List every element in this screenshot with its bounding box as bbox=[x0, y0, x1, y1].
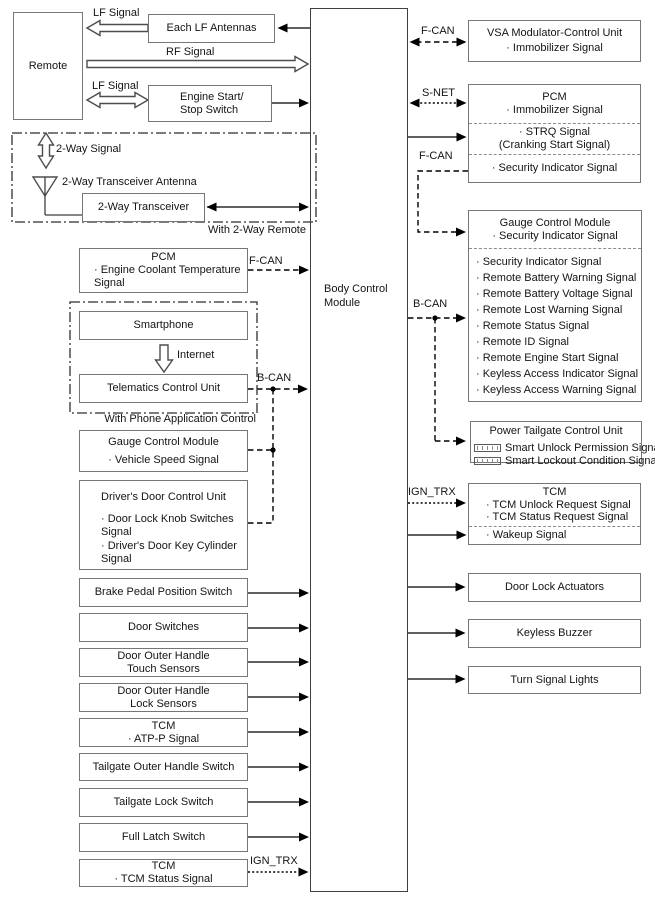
tcm-status-box: TCM · TCM Status Signal bbox=[79, 859, 248, 887]
vsa-modulator-control-unit-box: VSA Modulator-Control Unit · Immobilizer… bbox=[468, 20, 641, 62]
open-signal-arrows bbox=[31, 19, 310, 374]
gauge-control-module-right-box: Gauge Control Module · Security Indicato… bbox=[468, 210, 642, 402]
lf-signal-top-label: LF Signal bbox=[93, 7, 140, 19]
f-can-left-label: F-CAN bbox=[249, 255, 283, 267]
ign-trx-left-label: IGN_TRX bbox=[250, 855, 298, 867]
ign-trx-right-label: IGN_TRX bbox=[408, 486, 456, 498]
antenna-stem bbox=[44, 177, 82, 216]
f-can-gauge-label: F-CAN bbox=[419, 150, 453, 162]
tailgate-outer-handle-switch-box: Tailgate Outer Handle Switch bbox=[79, 753, 248, 781]
b-can-right-label: B-CAN bbox=[413, 298, 448, 310]
drivers-door-control-unit-box: Driver's Door Control Unit · Door Lock K… bbox=[79, 480, 248, 570]
door-outer-handle-lock-sensors-box: Door Outer Handle Lock Sensors bbox=[79, 683, 248, 712]
with-two-way-remote-label: With 2-Way Remote bbox=[207, 224, 306, 236]
lf-signal-double-arrow bbox=[85, 91, 150, 109]
group-containers bbox=[11, 132, 317, 414]
dotted-net-lines bbox=[248, 102, 460, 873]
gauge-signal-list: · Security Indicator Signal · Remote Bat… bbox=[469, 248, 641, 401]
body-control-module-label: Body Control Module bbox=[324, 283, 388, 309]
signal-tag-icon bbox=[474, 457, 501, 465]
pcm-strq-section: · STRQ Signal (Cranking Start Signal) bbox=[469, 123, 640, 154]
smart-unlock-row: Smart Unlock Permission Signal bbox=[471, 442, 655, 454]
tcm-wakeup-section: · Wakeup Signal bbox=[469, 526, 640, 544]
internet-label: Internet bbox=[177, 349, 215, 361]
door-switches-box: Door Switches bbox=[79, 613, 248, 642]
two-way-antenna-label: 2-Way Transceiver Antenna bbox=[62, 176, 197, 188]
phone-app-container bbox=[69, 301, 258, 414]
tcm-atpp-box: TCM · ATP-P Signal bbox=[79, 718, 248, 747]
gauge-control-module-left-box: Gauge Control Module · Vehicle Speed Sig… bbox=[79, 430, 248, 472]
lf-signal-left-arrow bbox=[85, 19, 149, 37]
two-way-remote-container bbox=[11, 132, 317, 223]
gauge-title-section: Gauge Control Module · Security Indicato… bbox=[492, 216, 618, 242]
signal-tag-icon bbox=[474, 444, 501, 452]
tcm-right-box: TCM · TCM Unlock Request Signal · TCM St… bbox=[468, 483, 641, 545]
two-way-signal-double-arrow bbox=[37, 131, 55, 170]
rf-signal-label: RF Signal bbox=[166, 46, 215, 58]
b-can-left-label: B-CAN bbox=[257, 372, 292, 384]
solid-lines bbox=[207, 27, 459, 838]
turn-signal-lights-box: Turn Signal Lights bbox=[468, 666, 641, 694]
telematics-control-unit-box: Telematics Control Unit bbox=[79, 374, 248, 403]
pcm-immobilizer-section: PCM · Immobilizer Signal bbox=[506, 91, 603, 116]
internet-down-arrow bbox=[154, 344, 174, 374]
lf-signal-bottom-label: LF Signal bbox=[92, 80, 139, 92]
full-latch-switch-box: Full Latch Switch bbox=[79, 823, 248, 852]
with-phone-app-label: With Phone Application Control bbox=[104, 413, 256, 425]
smart-lockout-row: Smart Lockout Condition Signal bbox=[471, 455, 655, 467]
door-lock-actuators-box: Door Lock Actuators bbox=[468, 573, 641, 602]
tcm-request-section: TCM · TCM Unlock Request Signal · TCM St… bbox=[486, 486, 631, 524]
arrowheads bbox=[206, 23, 467, 877]
two-way-transceiver-box: 2-Way Transceiver bbox=[82, 193, 205, 222]
brake-pedal-position-switch-box: Brake Pedal Position Switch bbox=[79, 578, 248, 607]
two-way-signal-label: 2-Way Signal bbox=[56, 143, 122, 155]
tailgate-lock-switch-box: Tailgate Lock Switch bbox=[79, 788, 248, 817]
body-control-module-box bbox=[310, 8, 408, 892]
pcm-right-box: PCM · Immobilizer Signal · STRQ Signal (… bbox=[468, 84, 641, 183]
rf-signal-right-arrow bbox=[86, 55, 310, 73]
pcm-security-section: · Security Indicator Signal bbox=[469, 154, 640, 182]
keyless-buzzer-box: Keyless Buzzer bbox=[468, 619, 641, 648]
f-can-vsa-label: F-CAN bbox=[421, 25, 455, 37]
pcm-left-box: PCM · Engine Coolant Temperature Signal bbox=[79, 248, 248, 293]
door-outer-handle-touch-sensors-box: Door Outer Handle Touch Sensors bbox=[79, 648, 248, 677]
smartphone-box: Smartphone bbox=[79, 311, 248, 340]
each-lf-antennas-box: Each LF Antennas bbox=[148, 14, 275, 43]
power-tailgate-control-unit-box: Power Tailgate Control Unit Smart Unlock… bbox=[470, 421, 655, 467]
engine-start-stop-switch-box: Engine Start/ Stop Switch bbox=[148, 85, 272, 122]
dashed-can-lines bbox=[248, 41, 468, 524]
remote-box: Remote bbox=[13, 12, 83, 120]
s-net-label: S-NET bbox=[422, 87, 455, 99]
